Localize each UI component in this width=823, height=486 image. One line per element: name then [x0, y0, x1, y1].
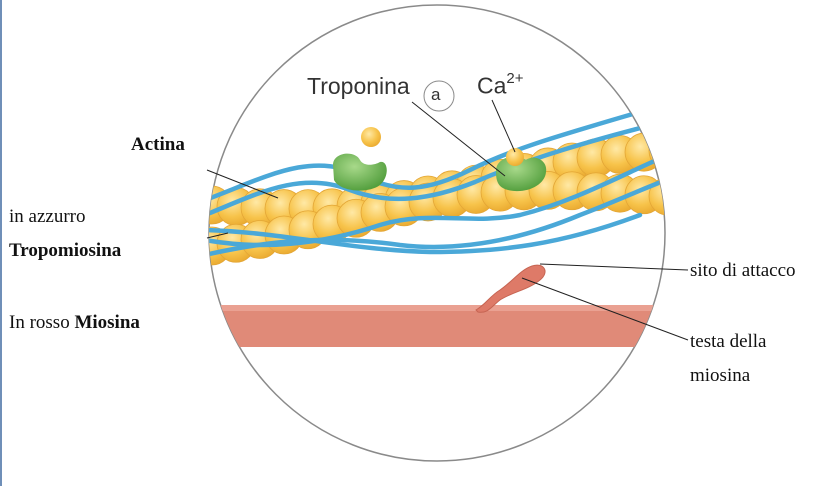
calcium-ion-free: [361, 127, 381, 147]
tropomyosin-color-note: in azzurro: [9, 207, 85, 226]
tropomiosina-label: Tropomiosina: [9, 241, 121, 260]
testa-della-label: testa della: [690, 332, 767, 351]
troponina-label: Troponina: [307, 75, 410, 98]
sito-di-attacco-label: sito di attacco: [690, 261, 796, 280]
troponina-badge: a: [431, 86, 440, 103]
actina-label: Actina: [131, 135, 185, 154]
myosin-filament: [200, 305, 680, 347]
calcium-ion-bound: [506, 148, 524, 166]
miosina-head-label: miosina: [690, 366, 750, 385]
calcium-label: Ca2+: [477, 73, 524, 98]
miosina-label: In rosso Miosina: [9, 313, 140, 332]
